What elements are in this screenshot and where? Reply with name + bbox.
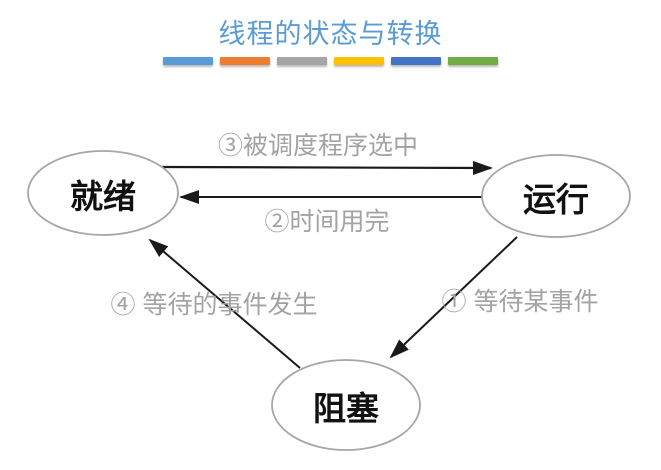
- node-running-label: 运行: [523, 181, 589, 218]
- node-ready-ellipse: [27, 150, 179, 236]
- edge-wait-event-label: ① 等待某事件: [441, 288, 599, 316]
- accent-bar-orange: [220, 57, 270, 65]
- accent-bar-blue: [163, 57, 213, 65]
- page-title: 线程的状态与转换: [218, 19, 443, 50]
- edge-wait-event-arrow: [389, 236, 518, 359]
- node-running-ellipse: [481, 154, 631, 238]
- node-blocked-ellipse: [271, 359, 421, 451]
- accent-bar-gray: [277, 57, 327, 65]
- edge-scheduled-arrow: [161, 160, 493, 175]
- node-ready-label: 就绪: [70, 178, 136, 215]
- edge-scheduled-label: ③被调度程序选中: [217, 132, 419, 160]
- accent-bar-green: [448, 57, 498, 65]
- edge-timeout-label: ②时间用完: [264, 208, 390, 236]
- node-blocked-label: 阻塞: [313, 390, 379, 427]
- edge-event-occurs-arrow: [148, 238, 301, 369]
- accent-bar-gold: [334, 57, 384, 65]
- accent-bar-row: [0, 57, 661, 65]
- edge-event-occurs-label: ④ 等待的事件发生: [110, 291, 318, 319]
- accent-bar-navy: [391, 57, 441, 65]
